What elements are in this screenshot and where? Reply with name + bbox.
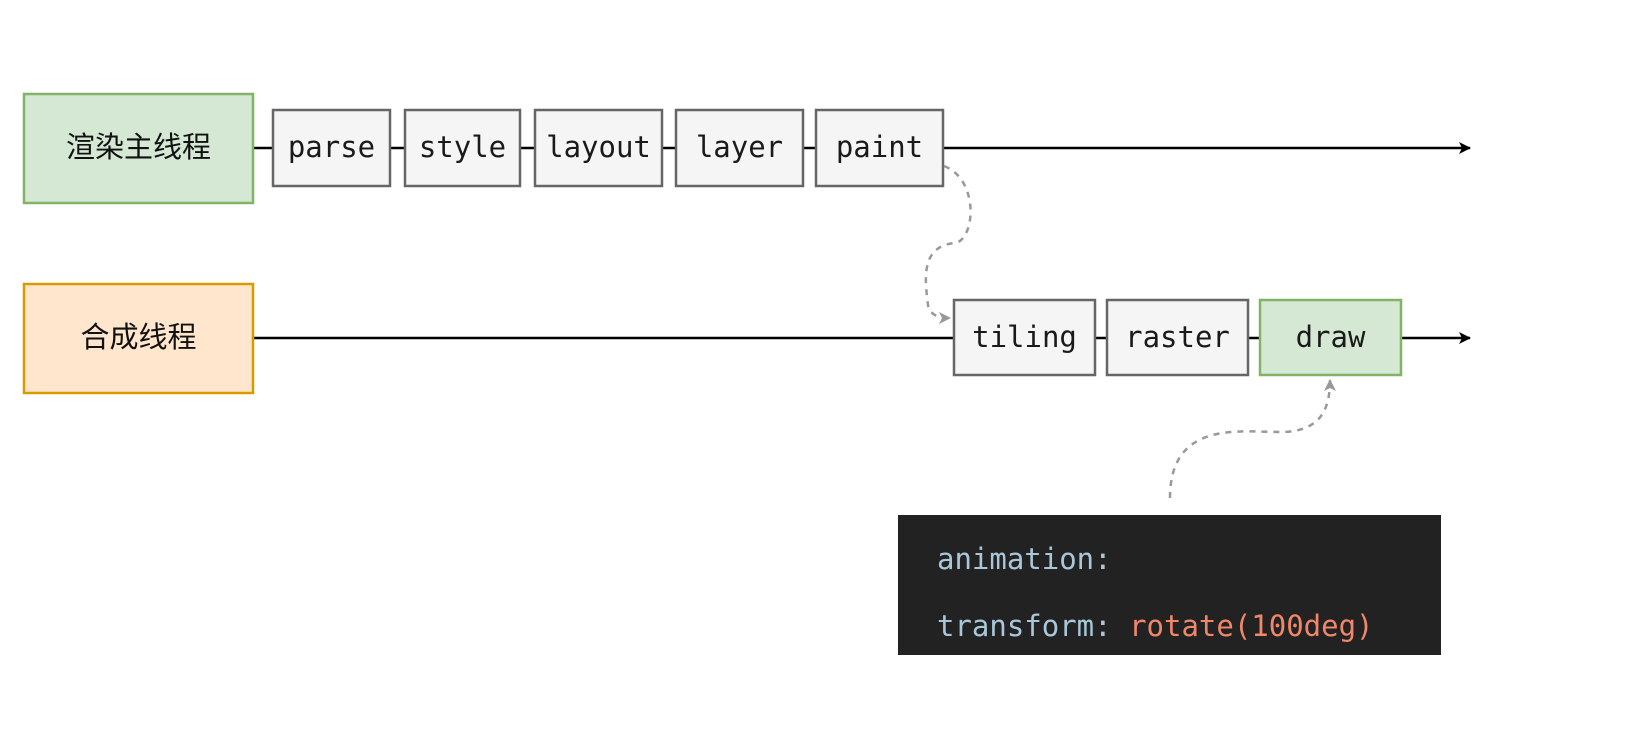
step-paint-label: paint [836,130,923,164]
step-tiling-rect [952,298,1097,377]
step-layout: layout [533,108,664,188]
step-raster-rect [1105,298,1250,377]
code-line-transform: transform: rotate(100deg) [937,609,1374,643]
compositor-thread-rect [22,282,255,395]
code-transform-property: transform: [937,609,1112,643]
step-layer: layer [674,108,805,188]
main-thread-box: 渲染主线程 [22,92,255,205]
step-draw-label: draw [1296,320,1366,354]
step-layout-rect [533,108,664,188]
step-raster-label: raster [1125,320,1230,354]
code-line-animation: animation: [937,542,1112,576]
step-style-label: style [419,130,506,164]
step-paint: paint [814,108,945,188]
step-layer-rect [674,108,805,188]
step-paint-rect [814,108,945,188]
step-parse: parse [271,108,392,188]
step-draw: draw [1258,298,1403,377]
step-style-rect [403,108,522,188]
step-layout-label: layout [546,130,651,164]
code-transform-value: rotate(100deg) [1129,609,1373,643]
step-parse-label: parse [288,130,375,164]
step-draw-rect [1258,298,1403,377]
compositor-thread-box: 合成线程 [22,282,255,395]
step-layer-label: layer [696,130,783,164]
paint-to-tiling-arrow [924,164,972,324]
step-parse-rect [271,108,392,188]
code-to-draw-arrow [1168,379,1336,499]
main-thread-rect [22,92,255,205]
step-tiling: tiling [952,298,1097,377]
code-block: animation: transform: rotate(100deg) [898,515,1441,655]
step-raster: raster [1105,298,1250,377]
step-style: style [403,108,522,188]
compositor-thread-label: 合成线程 [80,320,196,354]
code-block-background [898,515,1441,655]
step-tiling-label: tiling [972,320,1077,354]
main-thread-label: 渲染主线程 [66,130,211,164]
